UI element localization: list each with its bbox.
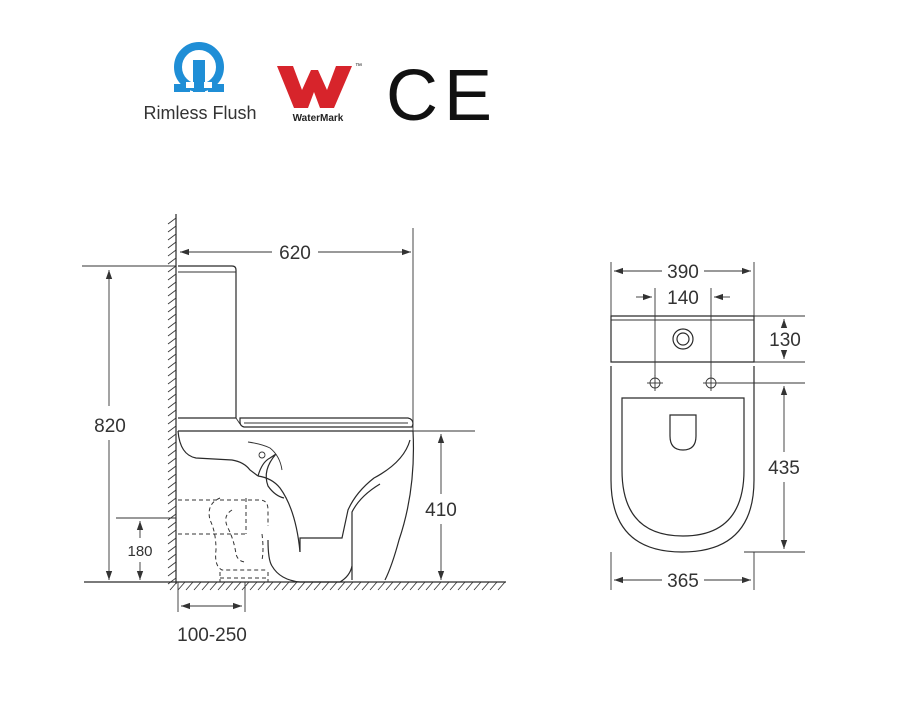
watermark-tm: ™ xyxy=(355,63,362,70)
dim-top-width-390: 390 xyxy=(614,262,751,283)
top-bowl-outline xyxy=(610,366,755,553)
seat-outline xyxy=(239,417,414,428)
rimless-flush-icon xyxy=(174,42,224,92)
dim-label-setout: 100-250 xyxy=(177,625,247,646)
dim-label-inlet-height: 180 xyxy=(127,543,152,560)
top-extension-lines xyxy=(610,262,805,590)
flush-button-icon xyxy=(672,328,694,350)
dim-label-bowl-length: 435 xyxy=(768,458,800,479)
top-view: 390 140 130 435 365 xyxy=(610,262,805,592)
dim-label-bowl-height: 410 xyxy=(425,500,457,521)
dim-cistern-depth-130: 130 xyxy=(766,319,804,359)
top-cistern-outline xyxy=(610,315,755,363)
ce-mark: CE xyxy=(386,56,498,136)
rimless-flush-logo: Rimless Flush xyxy=(143,42,257,123)
dim-bowl-height-410: 410 xyxy=(425,434,457,580)
watermark-icon xyxy=(277,66,352,108)
dim-height-820: 820 xyxy=(94,270,126,580)
trap-outline-dashed xyxy=(175,497,269,582)
dim-bowl-width-365: 365 xyxy=(614,571,751,592)
dim-bowl-length-435: 435 xyxy=(768,386,800,549)
floor-hatching xyxy=(84,581,506,591)
dim-label-hole-spacing: 140 xyxy=(667,288,699,309)
dim-label-cistern-depth: 130 xyxy=(769,330,801,351)
watermark-label: WaterMark xyxy=(293,113,344,124)
ce-mark-logo: CE xyxy=(386,56,498,136)
side-view: 620 820 410 180 100-250 xyxy=(82,214,506,646)
dim-width-620: 620 xyxy=(180,243,411,264)
cistern-outline xyxy=(178,265,241,425)
dim-setout: 100-250 xyxy=(177,602,247,646)
dim-hole-spacing-140: 140 xyxy=(636,288,730,309)
dim-label-top-width: 390 xyxy=(667,262,699,283)
rimless-flush-label: Rimless Flush xyxy=(143,103,256,123)
bowl-outline xyxy=(177,430,415,583)
dim-label-height: 820 xyxy=(94,416,126,437)
dim-label-width: 620 xyxy=(279,243,311,264)
watermark-logo: ™ WaterMark xyxy=(277,63,362,124)
fixing-hole-right-icon xyxy=(703,375,719,391)
side-extension-lines xyxy=(82,228,475,612)
fixing-hole-left-icon xyxy=(647,375,663,391)
dim-label-bowl-width: 365 xyxy=(667,571,699,592)
wall-hatching xyxy=(167,214,177,585)
dim-inlet-height-180: 180 xyxy=(127,521,153,580)
